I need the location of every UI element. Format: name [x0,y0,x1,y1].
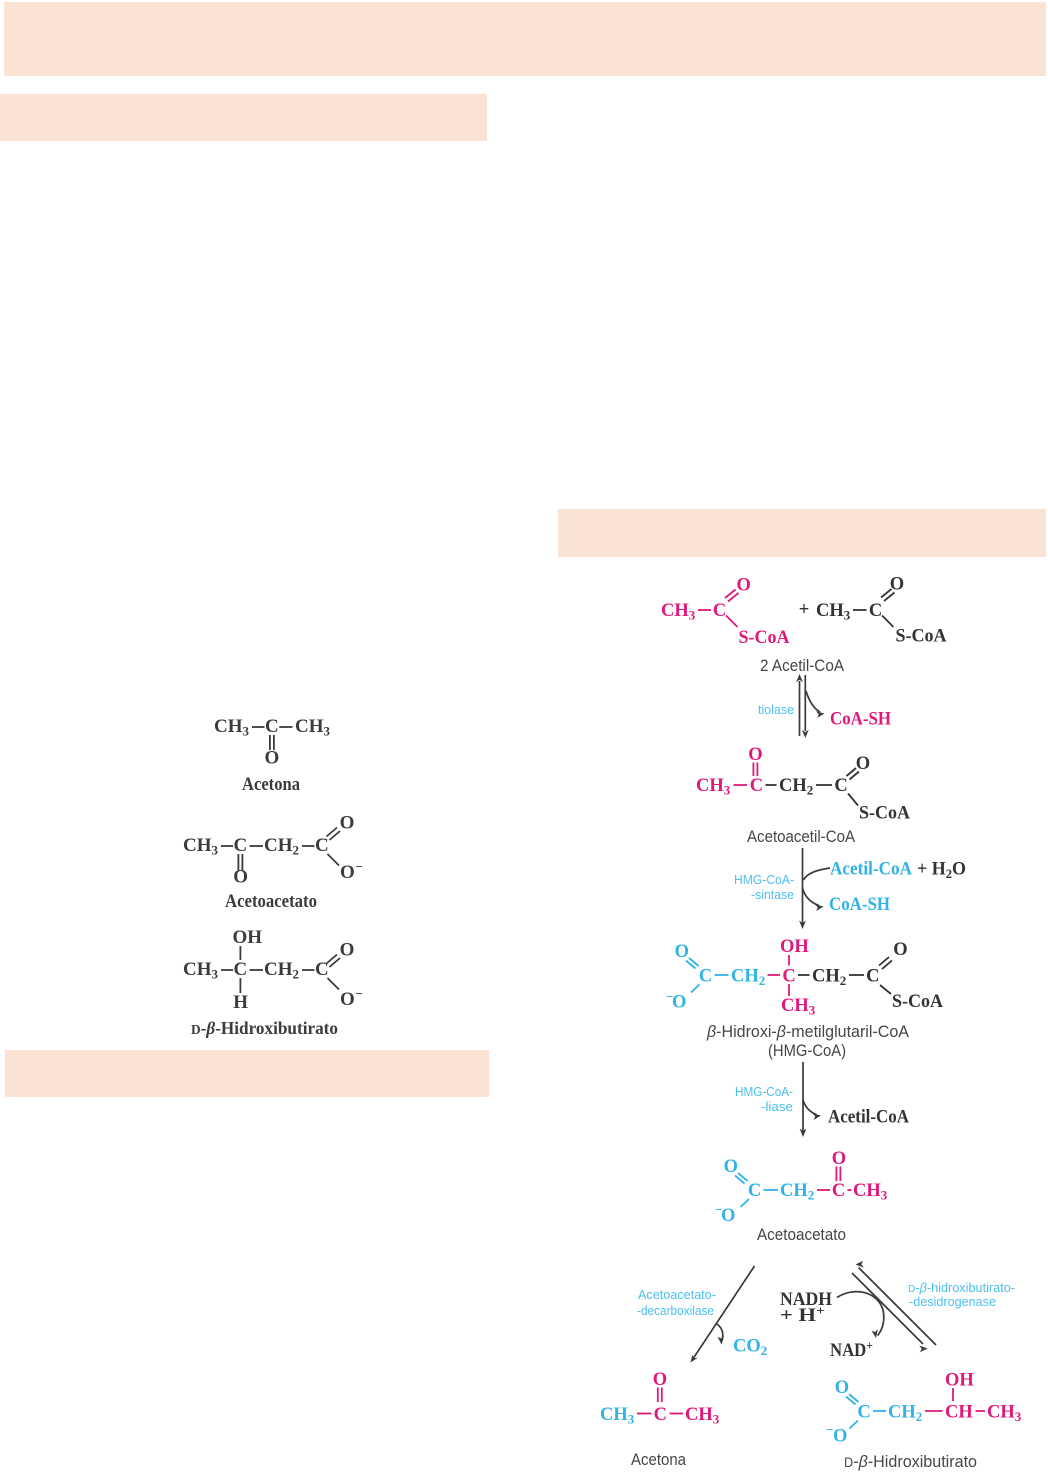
svg-text:+ H2O: + H2O [917,860,966,882]
svg-text:C: C [866,967,879,987]
svg-text:HMG-CoA-: HMG-CoA- [734,872,794,887]
svg-text:-liase: -liase [761,1099,793,1114]
svg-text:CH2: CH2 [264,835,299,858]
svg-text:CoA-SH: CoA-SH [830,710,892,730]
svg-text:O: O [675,942,689,962]
svg-text:−: − [356,986,363,1001]
svg-text:β-Hidroxi-β-metilglutaril-CoA: β-Hidroxi-β-metilglutaril-CoA [706,1022,910,1041]
svg-text:OH: OH [233,927,263,948]
svg-text:O: O [737,576,751,596]
svg-text:C: C [234,835,248,856]
svg-text:C: C [748,1181,761,1201]
svg-text:O: O [856,754,870,774]
svg-text:S-CoA: S-CoA [859,804,911,824]
svg-text:D-β-Hidroxibutirato: D-β-Hidroxibutirato [844,1452,977,1471]
svg-text:-decarboxilase: -decarboxilase [637,1303,714,1318]
svg-text:O: O [340,989,355,1010]
svg-text:CH2: CH2 [780,1181,814,1203]
svg-text:−: − [356,859,363,874]
svg-text:O: O [653,1370,667,1390]
svg-text:CH3: CH3 [781,996,816,1018]
svg-text:CH3: CH3 [600,1405,635,1427]
svg-text:CO2: CO2 [733,1337,767,1359]
svg-text:O: O [233,867,248,888]
svg-text:HMG-CoA-: HMG-CoA- [735,1084,793,1099]
svg-text:−: − [715,1202,722,1217]
svg-text:-sintase: -sintase [751,887,794,902]
svg-text:Acetoacetil-CoA: Acetoacetil-CoA [747,827,856,846]
svg-text:S-CoA: S-CoA [739,628,791,648]
svg-text:O: O [672,993,686,1013]
svg-text:+: + [799,600,810,620]
svg-text:C: C [869,601,882,621]
svg-text:−: − [826,1422,833,1437]
svg-text:S-CoA: S-CoA [892,992,944,1012]
svg-text:CH2: CH2 [779,776,813,798]
svg-text:CH3: CH3 [295,716,331,739]
svg-text:C: C [832,1181,845,1201]
svg-text:CoA-SH: CoA-SH [829,895,891,915]
svg-text:CH3: CH3 [696,776,731,798]
svg-text:Acetoacetato: Acetoacetato [757,1225,846,1244]
svg-text:CH2: CH2 [264,959,299,982]
svg-text:NADH: NADH [780,1290,833,1310]
svg-text:CH3: CH3 [685,1405,720,1427]
svg-text:C: C [834,776,847,796]
svg-text:CH3: CH3 [816,601,851,623]
svg-text:CH2: CH2 [888,1403,922,1425]
svg-text:Acetil-CoA: Acetil-CoA [828,1108,910,1128]
svg-text:Acetona: Acetona [242,774,300,795]
svg-text:O: O [832,1149,846,1169]
svg-text:C: C [750,776,763,796]
svg-text:O: O [893,940,907,960]
svg-text:H: H [233,992,248,1013]
svg-text:C: C [699,967,712,987]
svg-text:C: C [315,835,329,856]
svg-text:tiolase: tiolase [758,702,794,717]
svg-text:D-β-Hidroxibutirato: D-β-Hidroxibutirato [191,1018,338,1038]
svg-text:+ H+: + H+ [780,1303,825,1326]
svg-text:O: O [340,862,355,883]
svg-text:C: C [234,959,248,980]
svg-text:O: O [835,1378,849,1398]
svg-text:C: C [315,959,329,980]
svg-text:OH: OH [945,1371,974,1391]
svg-text:S-CoA: S-CoA [896,627,948,647]
svg-text:O: O [340,813,355,834]
svg-text:(HMG-CoA): (HMG-CoA) [768,1041,846,1060]
svg-text:C: C [265,716,279,737]
svg-text:CH3: CH3 [853,1181,888,1203]
svg-text:O: O [265,748,280,769]
svg-text:Acetoacetato: Acetoacetato [225,891,317,912]
svg-text:2 Acetil-CoA: 2 Acetil-CoA [760,656,845,675]
svg-text:D-β-hidroxibutirato-: D-β-hidroxibutirato- [908,1280,1015,1295]
svg-text:CH3: CH3 [183,959,219,982]
svg-text:CH3: CH3 [183,835,219,858]
svg-text:Acetil-CoA: Acetil-CoA [830,860,913,880]
svg-text:CH: CH [945,1403,973,1423]
svg-text:−: − [666,989,673,1004]
svg-text:CH3: CH3 [214,716,250,739]
svg-text:O: O [748,745,762,765]
svg-text:NAD+: NAD+ [830,1338,873,1361]
svg-text:CH3: CH3 [661,601,696,623]
svg-text:CH2: CH2 [812,967,846,989]
svg-text:Acetona: Acetona [631,1450,686,1469]
svg-text:O: O [340,940,355,961]
svg-text:CH3: CH3 [987,1403,1022,1425]
svg-text:O: O [724,1157,738,1177]
svg-text:C: C [857,1403,870,1423]
svg-text:O: O [721,1206,735,1226]
svg-text:C: C [782,967,795,987]
svg-text:O: O [833,1427,847,1447]
svg-text:CH2: CH2 [731,967,765,989]
svg-text:-desidrogenase: -desidrogenase [909,1294,996,1309]
svg-text:Acetoacetato-: Acetoacetato- [638,1287,716,1302]
svg-text:C: C [713,601,726,621]
svg-text:O: O [890,575,904,595]
svg-text:OH: OH [780,937,809,957]
svg-text:C: C [654,1405,667,1425]
